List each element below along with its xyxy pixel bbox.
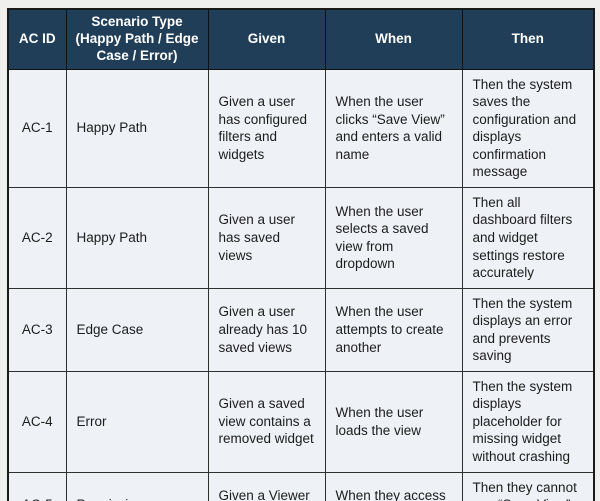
cell-then: Then the system displays placeholder for… <box>461 370 595 473</box>
header-row: AC ID Scenario Type (Happy Path / Edge C… <box>7 8 595 70</box>
cell-when: When the user attempts to create another <box>324 287 463 372</box>
table-row: AC-3 Edge Case Given a user already has … <box>7 287 595 372</box>
cell-then: Then the system saves the configuration … <box>461 68 595 188</box>
table-row: AC-2 Happy Path Given a user has saved v… <box>7 186 595 289</box>
table-row: AC-1 Happy Path Given a user has configu… <box>7 68 595 188</box>
column-header-ac-id: AC ID <box>7 8 67 70</box>
cell-scenario-type: Edge Case <box>65 287 209 372</box>
cell-given: Given a user already has 10 saved views <box>207 287 326 372</box>
cell-scenario-type: Permissions <box>65 471 209 501</box>
cell-when: When they access the dashboard <box>324 471 463 501</box>
cell-ac-id: AC-3 <box>7 287 67 372</box>
column-header-given: Given <box>207 8 326 70</box>
cell-ac-id: AC-2 <box>7 186 67 289</box>
cell-given: Given a Viewer role user <box>207 471 326 501</box>
cell-ac-id: AC-1 <box>7 68 67 188</box>
cell-ac-id: AC-4 <box>7 370 67 473</box>
column-header-when: When <box>324 8 463 70</box>
cell-scenario-type: Happy Path <box>65 68 209 188</box>
cell-given: Given a saved view contains a removed wi… <box>207 370 326 473</box>
cell-then: Then the system displays an error and pr… <box>461 287 595 372</box>
column-header-scenario-type: Scenario Type (Happy Path / Edge Case / … <box>65 8 209 70</box>
cell-when: When the user selects a saved view from … <box>324 186 463 289</box>
table-row: AC-5 Permissions Given a Viewer role use… <box>7 471 595 501</box>
cell-given: Given a user has configured filters and … <box>207 68 326 188</box>
cell-ac-id: AC-5 <box>7 471 67 501</box>
cell-then: Then all dashboard filters and widget se… <box>461 186 595 289</box>
cell-when: When the user clicks “Save View” and ent… <box>324 68 463 188</box>
cell-then: Then they cannot see “Save View” button <box>461 471 595 501</box>
cell-given: Given a user has saved views <box>207 186 326 289</box>
cell-scenario-type: Happy Path <box>65 186 209 289</box>
table-header: AC ID Scenario Type (Happy Path / Edge C… <box>7 8 595 70</box>
table-row: AC-4 Error Given a saved view contains a… <box>7 370 595 473</box>
cell-when: When the user loads the view <box>324 370 463 473</box>
acceptance-criteria-table: AC ID Scenario Type (Happy Path / Edge C… <box>7 8 595 501</box>
column-header-then: Then <box>461 8 595 70</box>
table-body: AC-1 Happy Path Given a user has configu… <box>7 68 595 501</box>
cell-scenario-type: Error <box>65 370 209 473</box>
